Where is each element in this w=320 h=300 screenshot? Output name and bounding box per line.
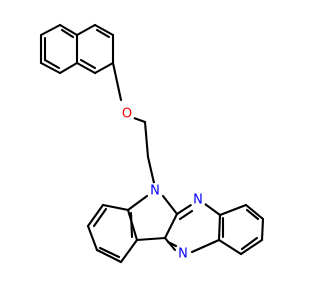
bond-c7a-c6b [163,212,179,240]
bond-pyr2 [203,202,222,217]
structure-svg: O N N N [39,23,265,264]
bond-benz4 [95,248,123,264]
bond-ch2-ch2b [146,155,156,185]
molecule-diagram: O N N N [39,23,265,264]
bond-naph-l6 [39,23,62,37]
bond-naph-r5 [75,61,97,75]
atom-o-label: O [122,107,132,122]
bond-benz3 [86,224,99,252]
bond-qb5 [217,238,243,256]
bond-c-o [111,61,123,102]
bond-qb-d2 [240,236,259,251]
bond-benz-d1 [92,207,108,228]
bond-naph-r-d1 [95,28,111,39]
atom-n-pyrazine-lower: N [175,246,191,262]
bond-layer [39,23,265,264]
bond-naph-l3 [58,61,79,75]
bond-benz-d2 [98,246,121,259]
bond-qb4 [239,238,264,256]
bond-o-ch2 [132,116,147,124]
bond-c6b-c10b [135,236,167,242]
atom-n-pyrazine-lower-mask [175,246,191,262]
atom-n-pyrazine-upper: N [190,192,206,208]
bond-naph-l-d2 [43,58,61,70]
bond-qb3 [260,217,265,242]
bond-benz2 [86,203,105,228]
bond-benz-d3 [129,211,134,239]
bond-ch2-ch2 [143,120,150,159]
bond-naph-r4 [93,61,115,75]
bond-n-c8a [126,194,149,212]
bond-naph-r-d2 [79,58,97,70]
atom-o: O [119,106,135,122]
atom-n-pyrazine-upper-label: N [193,193,203,208]
atom-o-mask [119,106,135,122]
bond-qb2 [244,203,265,221]
bond-pyr1 [175,203,193,216]
bond-benz5 [119,238,139,264]
bond-benz1 [101,203,130,212]
bond-n-c7a [161,194,179,216]
bond-pyr3 [217,213,222,242]
bond-pyr4 [190,238,221,254]
atom-n-pyrazine-lower-label: N [178,247,188,262]
bond-qb-d1 [245,208,260,221]
bond-pyr-d2 [166,240,178,248]
atom-n-pyrazine-upper-mask [190,192,206,208]
bond-naph-l1 [58,23,79,37]
bond-naph-r2 [93,23,115,37]
atom-n-indole: N [147,183,163,199]
bond-qb1 [218,203,248,217]
atom-n-indole-label: N [150,184,160,199]
bond-pyr-d1 [178,209,194,221]
atom-n-indole-mask [147,183,163,199]
bond-naph-l-d1 [60,28,75,39]
bond-naph-r1 [75,23,97,37]
bond-naph-l4 [39,61,62,75]
